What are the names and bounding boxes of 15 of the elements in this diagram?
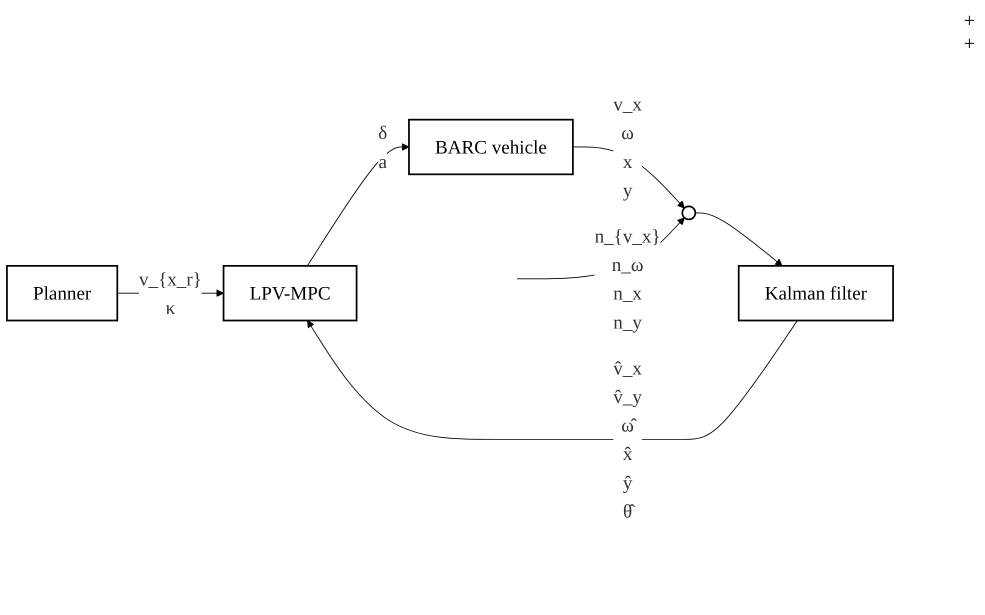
edge-label: v_{x_r} κ	[138, 268, 202, 318]
plus-sign: +	[964, 10, 975, 33]
arrow	[694, 212, 783, 266]
node-circle	[681, 206, 696, 220]
node-box: BARC vehicle	[408, 118, 574, 176]
arrow	[307, 320, 798, 440]
edge-label: n_{v_x} n_ω n_x n_y	[594, 225, 661, 333]
node-box: Kalman filter	[738, 264, 894, 322]
node-box: LPV-MPC	[222, 264, 358, 322]
arrow	[306, 143, 410, 266]
edge-label: v_x ω x y	[613, 93, 642, 201]
plus-sign: +	[964, 33, 975, 56]
node-box: Planner	[6, 264, 118, 322]
edge-label: δ a	[378, 122, 388, 172]
edge-label: v̂_x v̂_y ω̂ x̂ ŷ θ̂	[613, 356, 642, 522]
